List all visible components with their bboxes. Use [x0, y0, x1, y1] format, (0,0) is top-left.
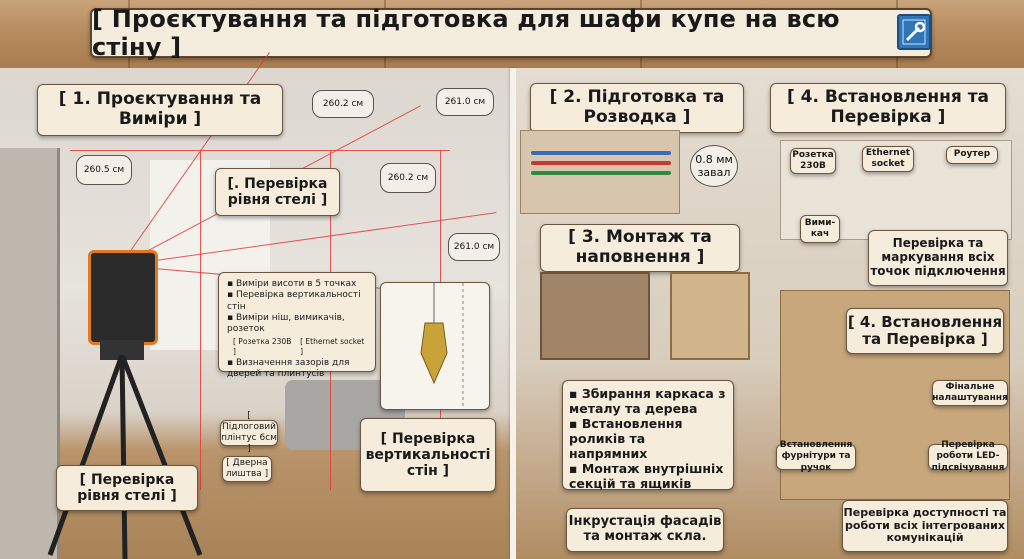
socket-callout: Розетка 230В	[790, 148, 836, 174]
section4b-title: [ 4. Встановлення та Перевірка ]	[846, 308, 1004, 354]
router-callout: Роутер	[946, 146, 998, 164]
page-title: [ Проєктування та підготовка для шафи ку…	[90, 5, 932, 61]
ethernet-label: [ Ethernet socket ]	[300, 337, 365, 356]
tripod-head	[100, 340, 144, 360]
blueprint-wrench-icon	[897, 14, 931, 50]
divider	[510, 68, 516, 559]
ceiling-level-check: [ Перевірка рівня стелі ]	[56, 465, 198, 511]
baseboard-note: [ Підлоговий плінтус 6см ]	[220, 410, 278, 455]
measure-badge: 261.0 см	[436, 88, 494, 116]
list-item: ▪ Виміри висоти в 5 точках	[227, 279, 357, 289]
plumb-bob-illustration	[380, 282, 490, 410]
door	[0, 148, 60, 559]
connection-check: Перевірка та маркування всіх точок підкл…	[868, 230, 1008, 286]
measure-badge: 260.5 см	[76, 155, 132, 185]
ethernet-callout: Ethernet socket	[862, 146, 914, 172]
wiring-wall	[520, 130, 680, 214]
fittings-note: Встановлення фурнітури та ручок	[776, 440, 856, 473]
assembly-steps: ▪ Збирання каркаса з металу та дерева ▪ …	[562, 380, 734, 491]
switch-callout: Вими-кач	[800, 215, 840, 243]
verticality-check-label: [ Перевірка вертикальності стін ]	[360, 418, 496, 492]
tripod	[47, 355, 203, 559]
list-item: ▪ Монтаж внутрішніх секцій та ящиків	[569, 461, 724, 491]
inlay-step: Інкрустація фасадів та монтаж скла.	[566, 508, 724, 552]
list-item: ▪ Визначення зазорів для дверей та плинт…	[227, 358, 350, 380]
list-item: ▪ Виміри ніш, вимикачів, розеток	[227, 312, 345, 334]
socket-label: [ Розетка 230В ]	[233, 337, 292, 356]
list-item: ▪ Перевірка вертикальності стін	[227, 290, 361, 312]
comms-check: Перевірка доступності та роботи всіх інт…	[842, 500, 1008, 552]
measurement-checklist: ▪ Виміри висоти в 5 точках ▪ Перевірка в…	[218, 272, 376, 379]
wardrobe-interior-illustration	[670, 272, 750, 360]
section3-title: [ 3. Монтаж та наповнення ]	[540, 224, 740, 272]
gap-note: 0.8 мм завал	[690, 145, 738, 187]
wardrobe-frame-illustration	[540, 272, 650, 360]
measure-badge: 260.2 см	[312, 90, 374, 118]
section1-title: [ 1. Проєктування та Виміри ]	[37, 84, 283, 136]
led-note: Перевірка роботи LED-підсвічування	[928, 440, 1008, 473]
section4a-title: [ 4. Встановлення та Перевірка ]	[770, 83, 1006, 133]
measure-badge: 260.2 см	[380, 163, 436, 193]
ceiling-check-label: [. Перевірка рівня стелі ]	[215, 168, 340, 216]
final-setup-note: Фінальне налаштування	[932, 380, 1008, 406]
door-trim-note: [ Дверна лиштва ]	[222, 456, 272, 482]
list-item: ▪ Встановлення роликів та напрямних	[569, 416, 683, 461]
measure-badge: 261.0 см	[448, 233, 500, 261]
list-item: ▪ Збирання каркаса з металу та дерева	[569, 386, 726, 416]
laser-level	[88, 250, 158, 345]
section2-title: [ 2. Підготовка та Розводка ]	[530, 83, 744, 133]
